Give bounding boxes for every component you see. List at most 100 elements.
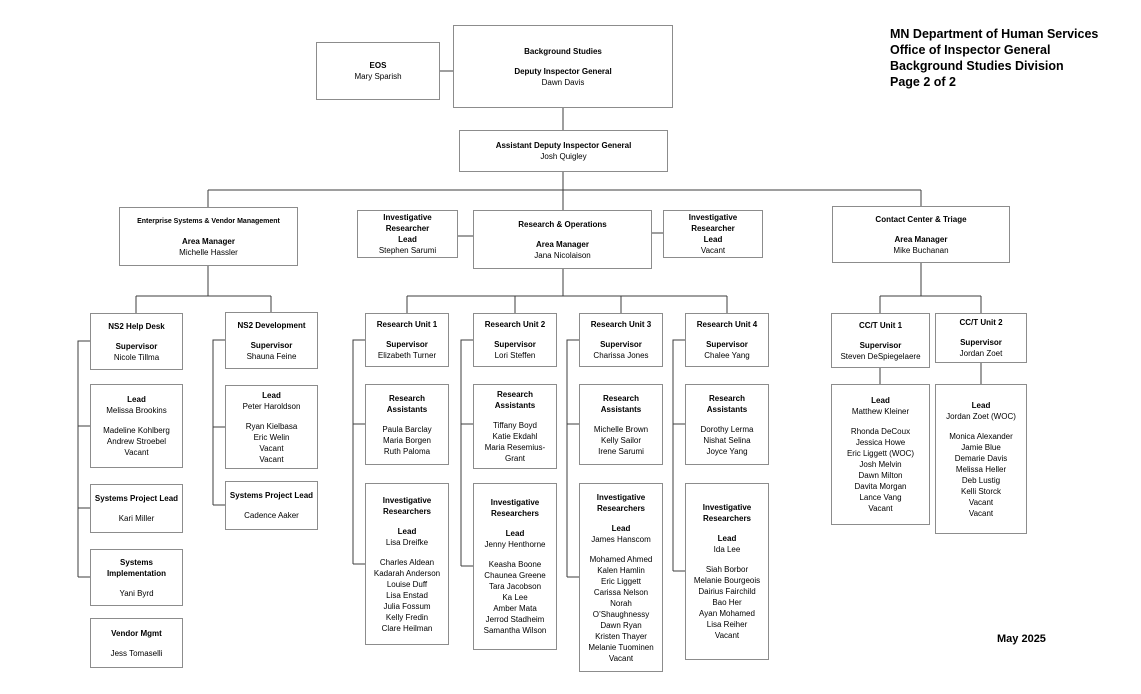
box-line: Lead <box>717 534 737 543</box>
box-line: Researchers <box>382 506 432 516</box>
box-line: Assistant Deputy Inspector General <box>495 141 632 150</box>
box-line: Vacant <box>259 443 284 453</box>
box-line: Dawn Davis <box>541 77 585 87</box>
box-line: Research <box>496 390 534 399</box>
box-line: Kadarah Anderson <box>373 568 441 578</box>
box-line: Ka Lee <box>502 593 528 602</box>
box-line: Ida Lee <box>713 545 741 554</box>
chart-date: May 2025 <box>997 633 1046 645</box>
box-line: Kelly Sailor <box>600 435 641 445</box>
box-line: Background Studies Division <box>890 59 1064 73</box>
box-line: Investigative <box>383 213 432 222</box>
box-line: Katie Ekdahl <box>492 432 538 441</box>
box-line: Assistants <box>706 404 748 414</box>
box-line: Systems <box>120 557 153 567</box>
box-line: Lisa Enstad <box>386 590 428 600</box>
box-line: Vacant <box>968 497 994 507</box>
box-line: Lead <box>127 395 146 404</box>
box-line <box>92 579 181 588</box>
box-line <box>121 227 296 236</box>
box-line: Melanie Tuominen <box>588 642 654 652</box>
box-line: Carissa Nelson <box>593 587 649 597</box>
box-line: Irene Sarumi <box>598 446 644 456</box>
box-line: Ayan Mohamed <box>699 609 755 618</box>
box-line: Julia Fossum <box>383 601 431 611</box>
box-line: Michelle Brown <box>593 424 649 434</box>
box-line: Yani Byrd <box>119 588 154 598</box>
box-line: Lori Steffen <box>494 351 536 360</box>
box-line <box>92 504 181 513</box>
box-line <box>833 417 928 426</box>
box-line: Nicole Tillma <box>113 352 160 362</box>
box-line: Jana Nicolaison <box>534 250 591 260</box>
box-line: Melissa Heller <box>955 464 1007 474</box>
box-line: Investigative <box>382 495 432 505</box>
box-line: James Hanscom <box>591 534 651 544</box>
box-line: Research Unit 1 <box>376 320 438 329</box>
box-line: Lead <box>505 529 525 538</box>
box-line: Madeline Kohlberg <box>103 426 170 435</box>
box-line: Dawn Milton <box>858 471 903 480</box>
box-line: Dawn Ryan <box>600 620 642 630</box>
box-line: Enterprise Systems & Vendor Management <box>137 217 280 225</box>
box-line: Deb Lustig <box>961 475 1001 485</box>
box-line <box>227 501 316 510</box>
box-line: Dairius Fairchild <box>698 587 756 596</box>
box-line: Assistants <box>600 404 642 414</box>
box-line: Investigative <box>490 498 540 507</box>
box-line: Stephen Sarumi <box>378 246 437 255</box>
box-line: Tiffany Boyd <box>492 421 538 430</box>
box-line: Josh Quigley <box>540 152 587 161</box>
box-line: Investigative <box>688 213 738 222</box>
box-line: Lead <box>398 235 417 244</box>
box-line: Amber Mata <box>493 604 537 613</box>
box-line: Demarie Davis <box>954 453 1008 463</box>
box-line: Research <box>708 393 746 403</box>
box-line: Chalee Yang <box>704 351 750 360</box>
box-line: Research <box>602 393 640 403</box>
box-line: Shauna Feine <box>246 351 297 361</box>
box-line: Mohamed Ahmed <box>589 554 653 564</box>
box-line <box>367 415 447 424</box>
box-line <box>937 422 1025 431</box>
box-line <box>227 331 316 340</box>
box-line: EOS <box>369 61 387 70</box>
box-line: NS2 Development <box>237 320 306 330</box>
box-line: CC/T Unit 1 <box>858 320 903 330</box>
box-line: Ryan Kielbasa <box>245 421 298 431</box>
box-line: Research & Operations <box>518 219 607 229</box>
box-line <box>581 415 661 424</box>
box-line: Andrew Stroebel <box>106 437 167 446</box>
box-line <box>581 330 661 339</box>
box-line <box>475 330 555 339</box>
box-line: O’Shaughnessy <box>592 609 650 619</box>
box-line: Investigative <box>702 503 752 512</box>
box-line: Maria Borgen <box>382 435 432 445</box>
box-line: Contact Center & Triage <box>875 214 967 224</box>
box-line: Researchers <box>596 503 646 513</box>
box-line: Deputy Inspector General <box>514 66 612 76</box>
box-line: Melissa Brookins <box>106 406 167 415</box>
box-line: Siah Borbor <box>705 565 749 574</box>
box-line: Research Unit 3 <box>590 320 652 329</box>
box-line: Supervisor <box>706 340 748 349</box>
box-line: Researcher <box>691 224 735 233</box>
box-line: Lead <box>703 235 723 244</box>
box-line: Research Unit 4 <box>696 320 758 329</box>
